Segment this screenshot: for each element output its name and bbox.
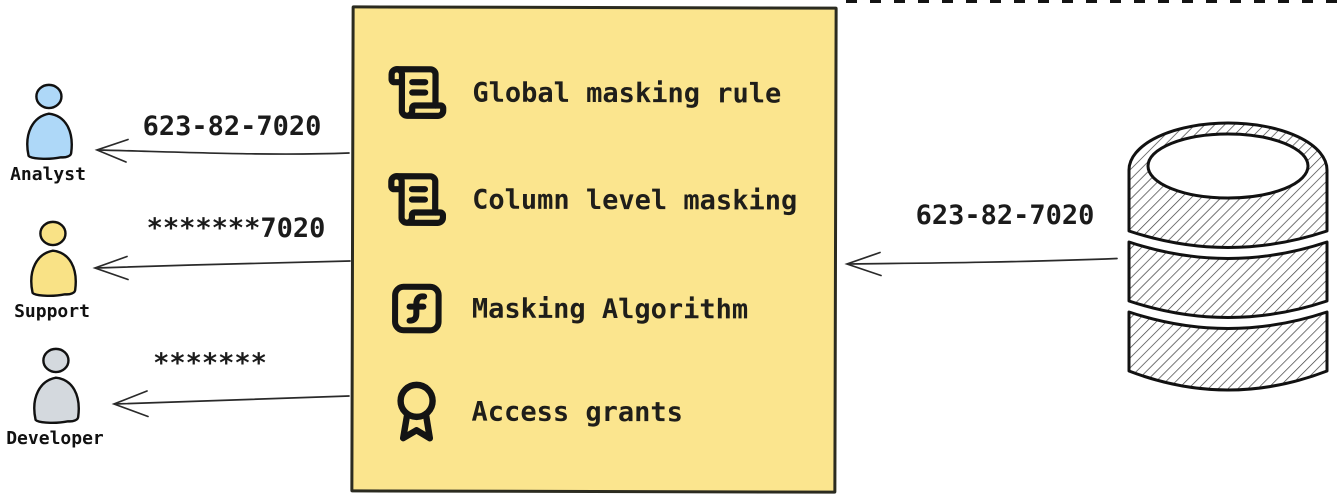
db-top-opening: [1146, 132, 1310, 200]
function-square-icon: [384, 279, 450, 337]
person-head: [39, 220, 67, 247]
scroll-text-icon: [384, 61, 450, 123]
masking-item-algorithm: Masking Algorithm: [384, 271, 820, 346]
arrow-masking-to-support: [92, 255, 351, 281]
person-head: [35, 83, 63, 110]
recipient-label: Support: [14, 301, 90, 322]
person-icon: [26, 83, 73, 161]
frame-dashed-border: [846, 0, 1340, 3]
db-bottom-band: [1127, 310, 1329, 392]
recipient-developer: Developer: [0, 347, 110, 449]
masking-item-label: Global masking rule: [472, 77, 782, 109]
person-body: [30, 249, 77, 298]
masking-item-label: Column level masking: [472, 184, 798, 217]
arrow-masking-to-developer: [111, 390, 350, 418]
person-body: [33, 376, 80, 425]
person-body: [26, 112, 73, 161]
recipient-analyst: Analyst: [0, 83, 103, 185]
masked-value-to-support: *******7020: [146, 213, 326, 244]
masked-value-to-analyst: 623-82-7020: [142, 111, 322, 142]
masking-layer-box: Global masking rule Column level masking…: [350, 5, 838, 494]
person-icon: [30, 220, 77, 298]
recipient-support: Support: [0, 220, 107, 322]
person-head: [42, 347, 70, 374]
masked-value-to-developer: *******: [153, 348, 267, 379]
masking-item-column-level: Column level masking: [384, 162, 820, 237]
masking-item-global-rule: Global masking rule: [384, 55, 820, 130]
masking-item-label: Access grants: [471, 396, 683, 428]
db-middle-band: [1127, 240, 1329, 319]
masking-item-label: Masking Algorithm: [471, 293, 749, 325]
arrow-masking-to-analyst: [94, 138, 350, 163]
recipient-label: Developer: [6, 428, 104, 449]
scroll-text-icon: [384, 168, 450, 230]
masking-item-access-grants: Access grants: [383, 374, 819, 449]
raw-value-from-database: 623-82-7020: [915, 200, 1095, 231]
person-icon: [33, 347, 80, 425]
database-icon: [1122, 118, 1334, 408]
recipient-label: Analyst: [10, 164, 86, 185]
award-icon: [383, 379, 449, 443]
arrow-database-to-masking: [844, 251, 1118, 277]
